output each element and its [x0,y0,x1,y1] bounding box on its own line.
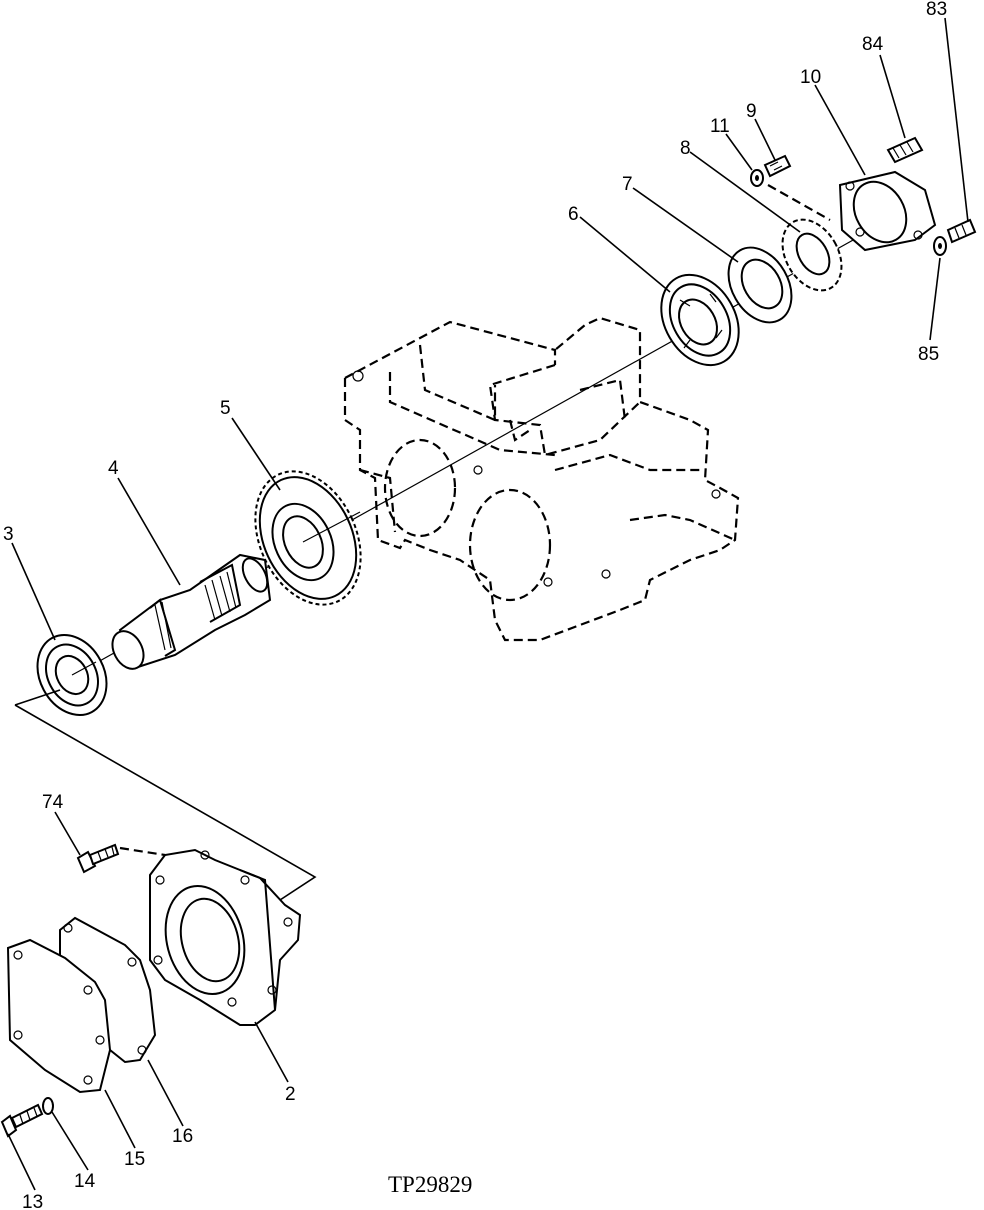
bolt-path-line [767,184,831,221]
callout-14: 14 [74,1171,96,1192]
washer-part-11 [750,169,764,187]
transmission-case [343,316,740,642]
bolt-part-13 [0,1103,44,1138]
bearing-part-3 [36,633,108,717]
figure-id: TP29829 [388,1172,472,1197]
callout-74: 74 [42,792,64,813]
seal-part-7 [727,246,793,324]
assembly-relation-line [14,689,317,901]
callout-labels: 3 4 5 6 7 8 9 10 11 13 14 15 16 2 74 83 … [3,0,947,1210]
callout-11: 11 [710,116,730,137]
callout-7: 7 [622,174,633,195]
lock-washer-part-8 [781,218,843,292]
callout-16: 16 [172,1126,193,1147]
bolt-part-9 [763,154,792,178]
callout-10: 10 [800,67,821,88]
gear-part-5 [254,470,362,606]
callout-6: 6 [568,204,579,225]
callout-15: 15 [124,1149,145,1170]
washer-part-85 [933,236,947,256]
cover-part-15 [6,938,112,1094]
gear-shaft-part-4 [111,553,272,670]
callout-83: 83 [926,0,947,20]
cover-part-10 [838,170,937,252]
callout-84: 84 [862,34,884,55]
callout-3: 3 [3,524,14,545]
washer-part-14 [42,1097,54,1115]
callout-8: 8 [680,138,691,159]
housing-part-2 [149,848,302,1026]
bolt-74-path-line [119,846,166,857]
bearing-part-6 [660,273,740,367]
callout-85: 85 [918,344,939,365]
bolt-part-83 [946,218,977,244]
callout-2: 2 [285,1084,296,1105]
callout-5: 5 [220,398,231,419]
callout-4: 4 [108,458,119,479]
callout-13: 13 [22,1192,43,1210]
bolt-part-74 [76,843,120,874]
bolt-part-84 [886,136,924,164]
leader-lines [7,17,969,1191]
callout-9: 9 [746,101,757,122]
